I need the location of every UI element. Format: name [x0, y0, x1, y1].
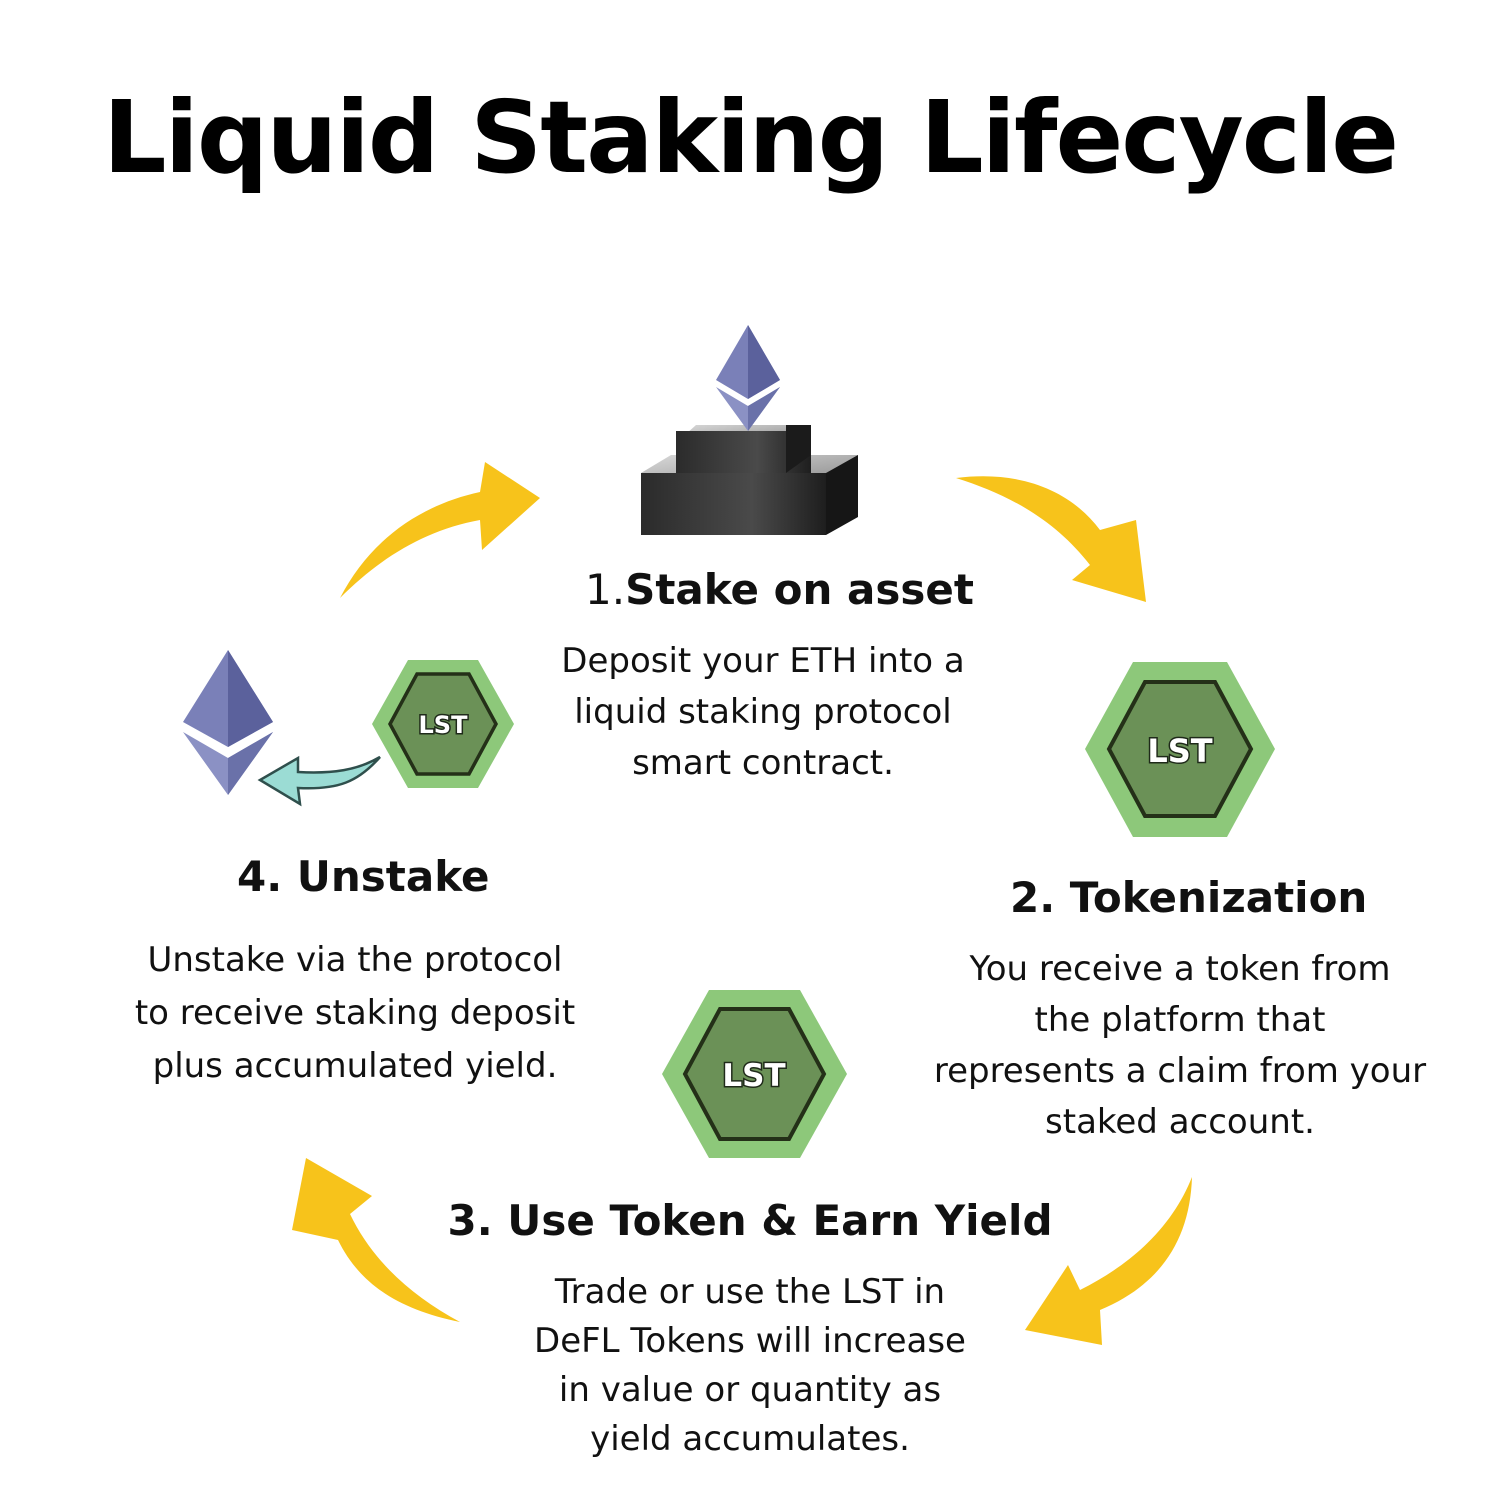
step-4-heading: 4. Unstake	[237, 852, 490, 902]
step-1-number: 1.	[585, 565, 625, 614]
step-3-line: Trade or use the LST in	[500, 1268, 1000, 1317]
step-1-heading: 1.Stake on asset	[585, 565, 974, 615]
step-2-heading: 2. Tokenization	[1010, 873, 1367, 923]
step-3-description: Trade or use the LST in DeFL Tokens will…	[500, 1268, 1000, 1464]
step-1-line: smart contract.	[506, 738, 1020, 789]
step-2-line: You receive a token from	[915, 944, 1445, 995]
step-4-line: plus accumulated yield.	[105, 1040, 605, 1093]
lst-token-label: LST	[722, 1058, 785, 1094]
lst-token-icon: LST	[372, 660, 514, 788]
step-4-line: to receive staking deposit	[105, 987, 605, 1040]
step-3-line: DeFL Tokens will increase	[500, 1317, 1000, 1366]
lst-token-icon: LST	[1085, 662, 1275, 837]
step-3-line: in value or quantity as	[500, 1366, 1000, 1415]
step-2-line: the platform that	[915, 995, 1445, 1046]
lst-token-icon: LST	[662, 990, 847, 1158]
step-4-line: Unstake via the protocol	[105, 934, 605, 987]
step-2-line: staked account.	[915, 1097, 1445, 1148]
lst-token-label: LST	[1147, 732, 1212, 770]
step-3-heading: 3. Use Token & Earn Yield	[0, 1196, 1500, 1246]
cycle-arrow-icon	[956, 476, 1146, 602]
return-arrow-icon	[258, 752, 383, 812]
step-4-description: Unstake via the protocol to receive stak…	[105, 934, 605, 1093]
step-1-line: Deposit your ETH into a	[506, 636, 1020, 687]
cycle-arrow-icon	[340, 462, 540, 598]
step-2-description: You receive a token from the platform th…	[915, 944, 1445, 1148]
lst-token-label: LST	[419, 711, 469, 739]
step-3-line: yield accumulates.	[500, 1415, 1000, 1464]
step-1-description: Deposit your ETH into a liquid staking p…	[506, 636, 1020, 789]
step-1-line: liquid staking protocol	[506, 687, 1020, 738]
step-1-title: Stake on asset	[625, 565, 974, 614]
step-2-line: represents a claim from your	[915, 1046, 1445, 1097]
ethereum-staking-pedestal-icon	[636, 325, 861, 540]
